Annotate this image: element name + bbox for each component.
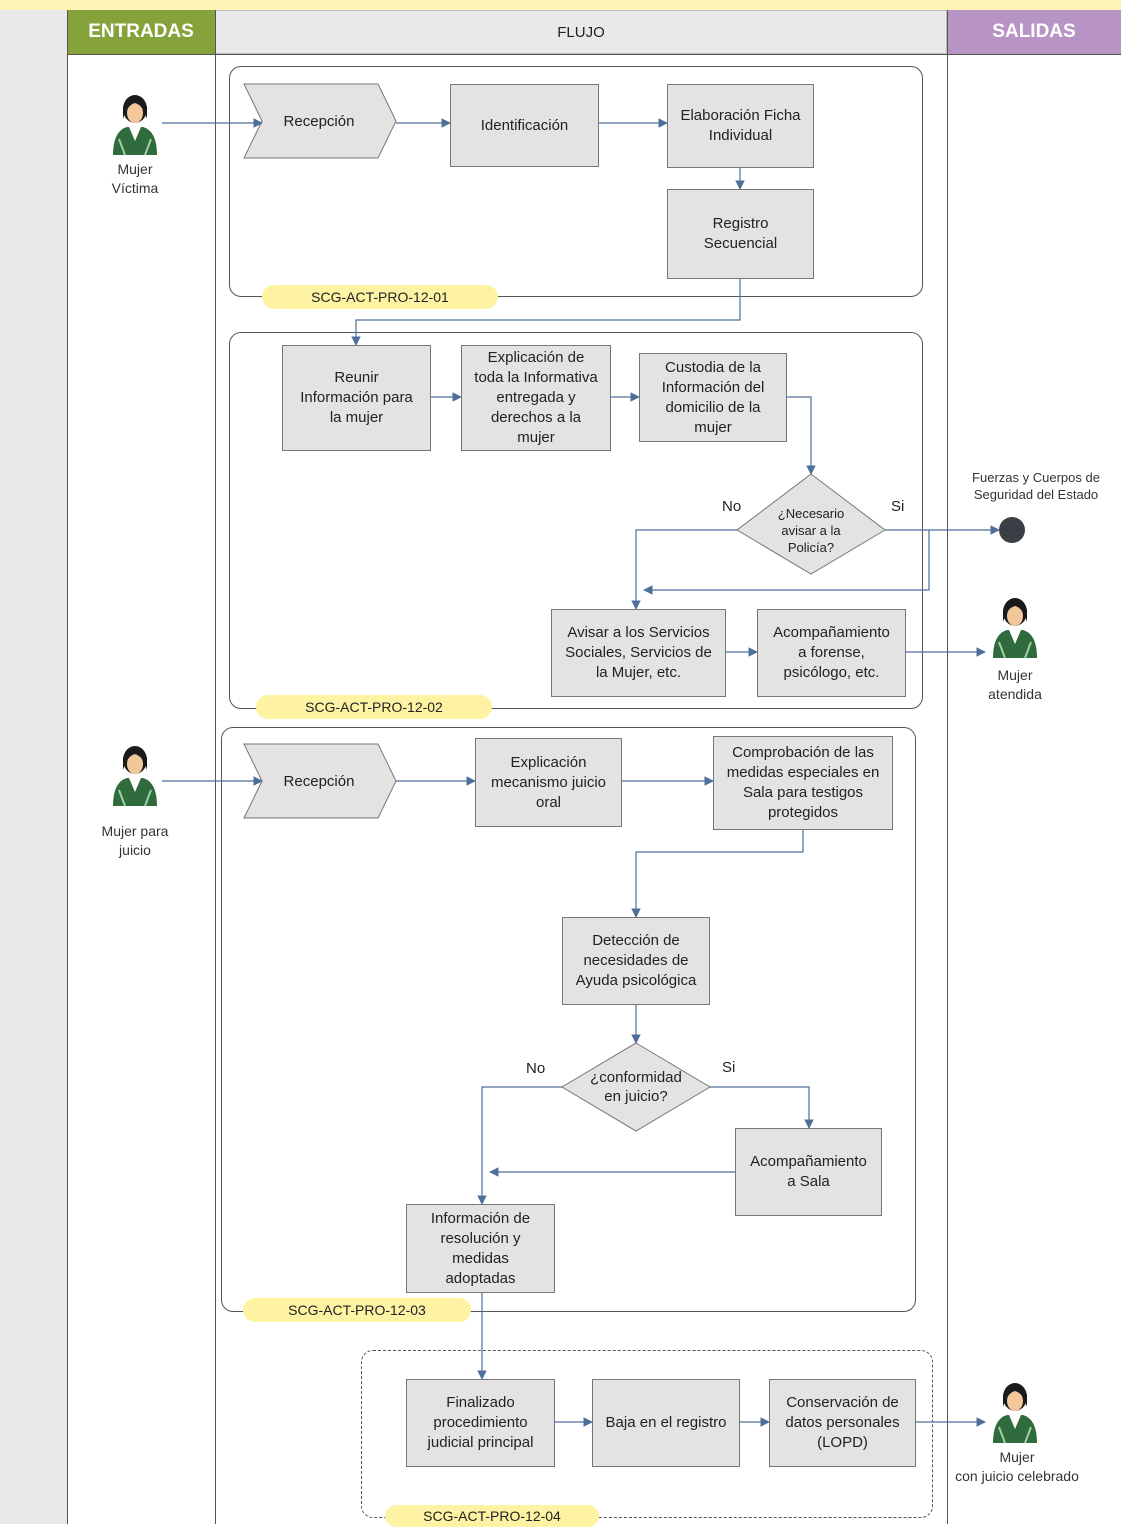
branch-label-no: No: [526, 1060, 546, 1077]
person-icon: [112, 745, 158, 807]
node-acompanamiento-sala: Acompañamiento a Sala: [735, 1128, 882, 1216]
branch-label-si: Si: [722, 1059, 736, 1076]
group-tag-04: SCG-ACT-PRO-12-04: [385, 1505, 599, 1527]
node-identificacion: Identificación: [450, 84, 599, 167]
actor-label-mujer-juicio: Mujer para juicio: [101, 823, 169, 858]
decision-diamond-policia: [736, 473, 886, 575]
header-divider: [67, 54, 1121, 55]
decision-diamond-conformidad: [561, 1042, 711, 1132]
branch-label-no: No: [722, 498, 742, 515]
node-conservacion-datos: Conservación de datos personales (LOPD): [769, 1379, 916, 1467]
node-elaboracion-ficha: Elaboración Ficha Individual: [667, 84, 814, 168]
group-container-01: [229, 66, 923, 297]
group-tag-01: SCG-ACT-PRO-12-01: [262, 285, 498, 309]
node-reunir-informacion: Reunir Información para la mujer: [282, 345, 431, 451]
person-icon: [992, 1382, 1038, 1444]
group-container-04: [361, 1350, 933, 1518]
group-container-02: [229, 332, 923, 709]
actor-label-fuerzas: Fuerzas y Cuerpos de Seguridad del Estad…: [972, 470, 1100, 502]
node-avisar-servicios: Avisar a los Servicios Sociales, Servici…: [551, 609, 726, 697]
group-container-03: [221, 727, 916, 1312]
left-strip: [0, 10, 67, 1524]
node-identificacion-text: Identificación: [480, 116, 569, 134]
branch-label-si: Si: [891, 498, 905, 515]
decision-policia-text: ¿Necesario avisar a la Policía?: [777, 505, 845, 555]
node-informacion-resolucion: Información de resolución y medidas adop…: [406, 1204, 555, 1293]
terminal-circle: [999, 517, 1025, 543]
node-baja-registro: Baja en el registro: [592, 1379, 740, 1467]
node-registro-secuencial: Registro Secuencial: [667, 189, 814, 279]
actor-label-mujer-victima: Mujer Víctima: [111, 161, 159, 196]
lane-header-salidas: SALIDAS: [947, 10, 1121, 54]
node-acompanamiento-forense: Acompañamiento a forense, psicólogo, etc…: [757, 609, 906, 697]
lane-header-entradas: ENTRADAS: [67, 10, 215, 54]
decision-conformidad-text: ¿conformidad en juicio?: [590, 1069, 682, 1105]
node-comprobacion-medidas: Comprobación de las medidas especiales e…: [713, 736, 893, 830]
lane-divider: [947, 10, 948, 1524]
actor-label-mujer-celebrado: Mujer con juicio celebrado: [955, 1449, 1079, 1484]
lane-divider: [215, 10, 216, 1524]
node-recepcion-2: Recepción: [283, 772, 355, 790]
node-baja-registro-text: Baja en el registro: [605, 1414, 727, 1431]
group-tag-03: SCG-ACT-PRO-12-03: [243, 1298, 471, 1322]
person-icon: [112, 94, 158, 156]
node-recepcion-1: Recepción: [283, 112, 355, 130]
lane-divider: [67, 10, 68, 1524]
actor-label-mujer-atendida: Mujer atendida: [988, 667, 1042, 702]
group-tag-02: SCG-ACT-PRO-12-02: [256, 695, 492, 719]
node-finalizado-procedimiento: Finalizado procedimiento judicial princi…: [406, 1379, 555, 1467]
node-explicacion-juicio: Explicación mecanismo juicio oral: [475, 738, 622, 827]
person-icon: [992, 597, 1038, 659]
node-deteccion-necesidades: Detección de necesidades de Ayuda psicol…: [562, 917, 710, 1005]
node-explicacion-informativa: Explicación de toda la Informativa entre…: [461, 345, 611, 451]
node-custodia-informacion: Custodia de la Información del domicilio…: [639, 353, 787, 442]
